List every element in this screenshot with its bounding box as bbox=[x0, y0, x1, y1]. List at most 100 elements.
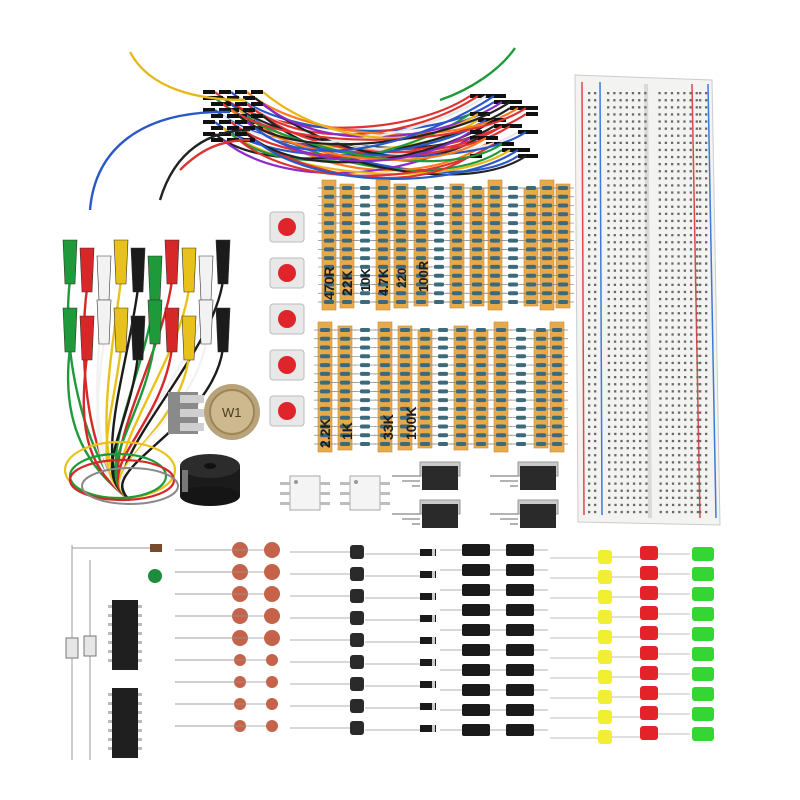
jumper-tip bbox=[203, 90, 215, 94]
resistor-body bbox=[360, 380, 370, 385]
ic-pin bbox=[138, 729, 142, 732]
jumper-tip bbox=[227, 138, 239, 142]
resistor-body bbox=[416, 291, 426, 296]
resistor-body bbox=[542, 300, 552, 304]
green-capacitor bbox=[148, 569, 162, 583]
jumper-tip bbox=[235, 102, 247, 106]
resistor-labels-bottom: 2.2K 1K 33K 100K bbox=[317, 407, 419, 448]
resistor-body bbox=[516, 424, 526, 429]
resistor-tape bbox=[555, 183, 571, 309]
resistor-body bbox=[508, 282, 518, 287]
diode-icon bbox=[420, 637, 436, 644]
resistor-body bbox=[472, 300, 482, 304]
jumper-tip bbox=[219, 108, 231, 112]
resistor-body bbox=[516, 336, 526, 341]
resistor-body bbox=[396, 203, 406, 208]
resistor-body bbox=[396, 282, 406, 287]
resistor-body bbox=[456, 406, 466, 411]
jumper-tip bbox=[251, 102, 263, 106]
resistor-body bbox=[452, 264, 462, 269]
resistor-body bbox=[490, 212, 500, 217]
jumper-tip bbox=[203, 132, 215, 136]
regulator-body bbox=[422, 466, 458, 490]
resistor-body bbox=[434, 256, 444, 261]
resistor-body bbox=[452, 273, 462, 278]
resistor-body bbox=[420, 389, 430, 394]
ic-pin bbox=[138, 702, 142, 705]
optocoupler-pin bbox=[280, 492, 290, 495]
led-yellow-icon bbox=[598, 590, 612, 604]
resistor-body bbox=[380, 336, 390, 341]
resistor-body bbox=[472, 264, 482, 269]
resistor-body bbox=[378, 282, 388, 287]
resistor-body bbox=[360, 291, 370, 296]
resistor-body bbox=[420, 433, 430, 438]
resistor-body bbox=[496, 424, 506, 429]
resistor-body bbox=[472, 273, 482, 278]
resistor-body bbox=[452, 291, 462, 296]
resistor-body bbox=[472, 256, 482, 261]
diode-band bbox=[432, 659, 435, 666]
resistor-body bbox=[434, 229, 444, 234]
led-red-icon bbox=[640, 586, 658, 600]
jumper-tip bbox=[235, 132, 247, 136]
led-red-icon bbox=[640, 566, 658, 580]
led-green-icon bbox=[692, 687, 714, 701]
led-yellow-icon bbox=[598, 650, 612, 664]
jumper-tip bbox=[211, 138, 223, 142]
resistor-body bbox=[434, 282, 444, 287]
electrolytic-capacitor-icon bbox=[506, 644, 534, 656]
rail-line bbox=[691, 83, 701, 519]
tactile-button-cap bbox=[278, 264, 296, 282]
resistor-body bbox=[496, 406, 506, 411]
resistor-body bbox=[558, 186, 568, 190]
resistor-body bbox=[360, 247, 370, 252]
resistor-label-4-7k: 4.7K bbox=[376, 268, 391, 296]
resistor-body bbox=[490, 256, 500, 261]
resistor-body bbox=[472, 229, 482, 234]
electrolytic-capacitor-icon bbox=[462, 584, 490, 596]
resistor-body bbox=[508, 186, 518, 190]
alligator-clip bbox=[147, 255, 163, 301]
led-green-icon bbox=[692, 727, 714, 741]
resistor-body bbox=[378, 186, 388, 190]
resistor-body bbox=[476, 336, 486, 341]
resistor-strips-top bbox=[318, 179, 574, 311]
resistor-body bbox=[456, 415, 466, 420]
resistor-body bbox=[324, 203, 334, 208]
resistor-body bbox=[396, 238, 406, 243]
resistor-body bbox=[536, 363, 546, 368]
resistor-body bbox=[526, 221, 536, 226]
alligator-clip bbox=[130, 247, 146, 293]
resistor-body bbox=[416, 203, 426, 208]
resistor-body bbox=[496, 345, 506, 350]
ic-pin bbox=[138, 623, 142, 626]
ic-pin bbox=[138, 720, 142, 723]
thermistor bbox=[150, 544, 162, 552]
resistor-body bbox=[320, 424, 330, 429]
resistor-body bbox=[558, 212, 568, 217]
resistor-body bbox=[490, 300, 500, 304]
led-yellow-icon bbox=[598, 570, 612, 584]
resistor-body bbox=[434, 238, 444, 243]
led-red-icon bbox=[640, 686, 658, 700]
resistor-body bbox=[496, 442, 506, 446]
resistor-body bbox=[490, 247, 500, 252]
resistor-body bbox=[396, 194, 406, 199]
resistor-body bbox=[490, 203, 500, 208]
resistor-body bbox=[420, 380, 430, 385]
resistor-body bbox=[438, 336, 448, 341]
breadboard-icon bbox=[574, 74, 721, 526]
resistor-body bbox=[320, 442, 330, 446]
resistor-body bbox=[536, 389, 546, 394]
alligator-clip bbox=[130, 315, 146, 361]
resistor-body bbox=[342, 291, 352, 296]
ic-pin bbox=[108, 659, 112, 662]
resistor-body bbox=[508, 221, 518, 226]
ic-pin bbox=[138, 747, 142, 750]
resistor-label-100k: 100K bbox=[403, 407, 419, 440]
resistor-body bbox=[456, 424, 466, 429]
resistor-body bbox=[400, 406, 410, 411]
resistor-body bbox=[416, 282, 426, 287]
resistor-body bbox=[420, 406, 430, 411]
